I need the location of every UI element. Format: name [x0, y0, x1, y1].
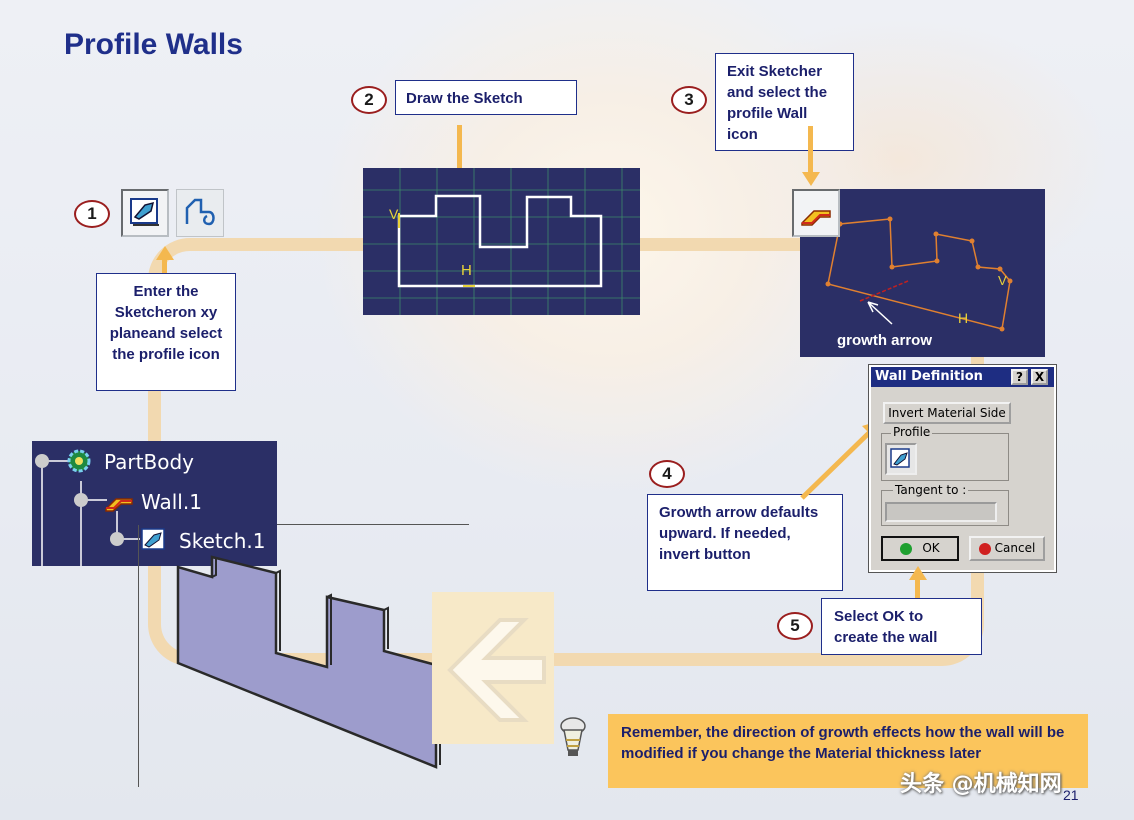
watermark: 头条 @机械知网: [900, 772, 1062, 797]
profile-button[interactable]: [176, 189, 224, 237]
step-5-arrow: [915, 578, 920, 598]
sketch-h-label: H: [461, 262, 472, 279]
ok-icon: [900, 542, 913, 555]
growth-arrow: [859, 280, 909, 302]
tree-sketch[interactable]: Sketch.1: [179, 529, 266, 553]
tree-expand-sketch[interactable]: [110, 532, 124, 546]
step-2-arrow: [457, 125, 462, 179]
axis-vertical: [138, 525, 139, 787]
dialog-close-button[interactable]: X: [1031, 369, 1048, 385]
note-box: Remember, the direction of growth effect…: [608, 714, 1088, 788]
sketch-select-icon: [890, 448, 910, 468]
step-5-badge: 5: [777, 612, 813, 640]
growth-arrow-label: growth arrow: [837, 332, 933, 349]
wall-v-label: V: [998, 273, 1007, 288]
step-4-badge: 4: [649, 460, 685, 488]
wall-3d-model: [176, 555, 441, 769]
profile-group-label: Profile: [891, 425, 933, 439]
ok-button[interactable]: OK: [881, 536, 959, 561]
wall-h-label: H: [958, 310, 969, 326]
growth-pointer: [867, 301, 893, 325]
step-4-callout: Growth arrow defaults upward. If needed,…: [647, 494, 843, 591]
dialog-title: Wall Definition: [875, 369, 983, 384]
step-1-callout: Enter the Sketcheron xy planeand select …: [96, 273, 236, 391]
slide-title: Profile Walls: [64, 28, 243, 61]
tangent-group-label: Tangent to :: [893, 483, 969, 497]
profile-select-button[interactable]: [885, 443, 917, 475]
profile-icon: [185, 198, 215, 226]
wall-definition-dialog: Wall Definition ? X Invert Material Side…: [868, 364, 1057, 573]
left-arrow-icon: [447, 618, 546, 722]
dialog-help-button[interactable]: ?: [1011, 369, 1028, 385]
sketch-tree-icon: [141, 528, 165, 550]
sketch-v-label: V: [389, 206, 399, 222]
sketcher-icon: [130, 198, 159, 226]
partbody-icon: [67, 449, 91, 473]
cancel-button[interactable]: Cancel: [969, 536, 1045, 561]
step-3-callout: Exit Sketcher and select the profile Wal…: [715, 53, 854, 151]
tip-icon: [560, 717, 586, 756]
step-3-badge: 3: [671, 86, 707, 114]
step-1-arrow-head: [156, 246, 174, 260]
step-5-arrow-head: [909, 566, 927, 580]
sketch-grid: [363, 168, 640, 315]
step-2-badge: 2: [351, 86, 387, 114]
wall-button[interactable]: [792, 189, 840, 237]
step-3-arrow: [808, 126, 813, 172]
specification-tree: PartBody Wall.1 Sketch.1: [32, 441, 277, 566]
sketcher-button[interactable]: [121, 189, 169, 237]
profile-group: [881, 433, 1009, 481]
tree-partbody[interactable]: PartBody: [104, 450, 194, 474]
sketch-view: V H: [363, 168, 640, 315]
invert-material-side-button[interactable]: Invert Material Side: [883, 402, 1011, 424]
tree-collapse-wall[interactable]: [74, 493, 88, 507]
cancel-icon: [978, 542, 991, 555]
wall-preview-view: V H growth arrow: [800, 189, 1045, 357]
step-1-arrow: [162, 258, 167, 274]
return-arrow-block: [432, 592, 554, 744]
page-number: 21: [1063, 787, 1079, 803]
wall-wireframe: [827, 218, 1011, 330]
tree-collapse-root[interactable]: [35, 454, 49, 468]
tree-wall[interactable]: Wall.1: [141, 490, 202, 514]
cancel-label: Cancel: [994, 541, 1036, 555]
axis-horizontal: [277, 524, 469, 525]
step-2-callout: Draw the Sketch: [395, 80, 577, 115]
dialog-title-bar: Wall Definition: [871, 367, 1054, 387]
sketch-profile: [397, 194, 603, 288]
wall-preview-drawing: [825, 216, 1013, 332]
step-1-badge: 1: [74, 200, 110, 228]
tangent-field[interactable]: [885, 502, 997, 522]
ok-label: OK: [922, 541, 940, 555]
wall-icon: [801, 210, 831, 226]
step-3-arrow-head: [802, 172, 820, 186]
step-5-callout: Select OK to create the wall: [821, 598, 982, 655]
wall-tree-icon: [105, 498, 133, 512]
